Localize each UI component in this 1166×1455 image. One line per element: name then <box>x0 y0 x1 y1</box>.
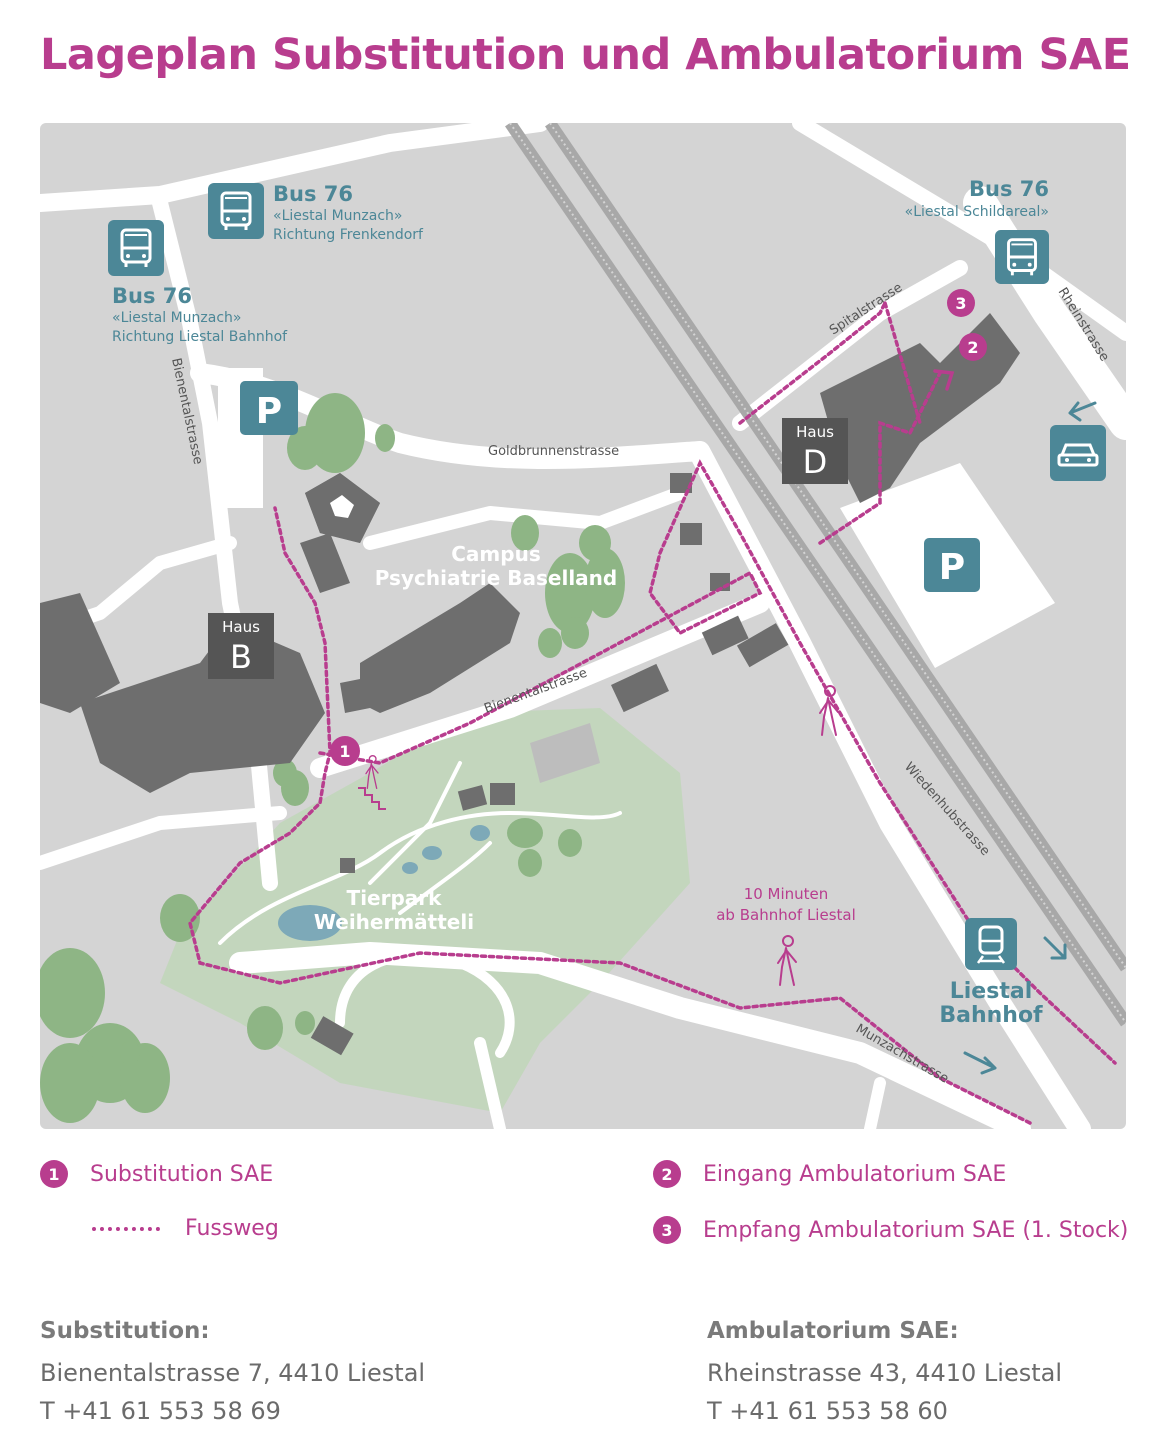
house-b-label: Haus B <box>208 613 274 679</box>
legend-label: Eingang Ambulatorium SAE <box>703 1161 1007 1187</box>
address-street: Rheinstrasse 43, 4410 Liestal <box>707 1359 1063 1387</box>
svg-text:Campus: Campus <box>451 542 540 566</box>
greenhouse <box>530 723 600 783</box>
bus-stop-label-schildareal: Bus 76 «Liestal Schildareal» <box>905 177 1049 220</box>
marker-3: 3 <box>947 289 975 317</box>
bus-stop-label-frenkendorf: Bus 76 «Liestal Munzach» Richtung Frenke… <box>273 182 424 243</box>
road-top <box>40 123 549 212</box>
road-park-loop <box>335 950 515 1058</box>
legend-item-eingang: 2 Eingang Ambulatorium SAE <box>653 1160 1006 1188</box>
legend-badge: 2 <box>653 1160 681 1188</box>
svg-text:Richtung Frenkendorf: Richtung Frenkendorf <box>273 227 424 243</box>
footpath <box>188 301 1117 1125</box>
svg-text:Weihermätteli: Weihermätteli <box>314 910 474 934</box>
svg-text:10 Minuten: 10 Minuten <box>744 885 829 903</box>
svg-text:B: B <box>230 638 252 676</box>
svg-text:Richtung Liestal Bahnhof: Richtung Liestal Bahnhof <box>112 329 288 345</box>
station-label: Liestal Bahnhof <box>939 979 1043 1028</box>
road-bienental-diagonal <box>310 593 770 778</box>
svg-text:3: 3 <box>955 294 966 313</box>
svg-text:P: P <box>939 547 965 588</box>
svg-text:«Liestal Munzach»: «Liestal Munzach» <box>273 208 402 224</box>
page-title: Lageplan Substitution und Ambulatorium S… <box>40 30 1131 80</box>
svg-text:Haus: Haus <box>222 618 260 636</box>
road-lower <box>40 806 287 870</box>
legend-label: Empfang Ambulatorium SAE (1. Stock) <box>703 1217 1129 1243</box>
svg-text:2: 2 <box>967 338 978 357</box>
svg-text:ab Bahnhof Liestal: ab Bahnhof Liestal <box>716 906 856 924</box>
svg-text:Bahnhof: Bahnhof <box>939 1003 1043 1028</box>
bus-icon <box>108 220 164 276</box>
svg-text:Tierpark: Tierpark <box>347 886 443 910</box>
arrow-icon <box>963 1051 997 1075</box>
road-campus <box>363 486 687 550</box>
road-south <box>474 1037 886 1129</box>
arrow-icon <box>1043 936 1067 960</box>
address-heading: Ambulatorium SAE: <box>707 1318 959 1344</box>
bus-icon <box>208 183 264 239</box>
road-munzach <box>229 942 1031 1129</box>
parking-sign: P <box>240 381 298 435</box>
address-ambulatorium: Ambulatorium SAE: Rheinstrasse 43, 4410 … <box>707 1318 1062 1430</box>
marker-2: 2 <box>959 333 987 361</box>
legend-item-fussweg: Fussweg <box>92 1216 279 1241</box>
svg-text:«Liestal Schildareal»: «Liestal Schildareal» <box>905 204 1049 220</box>
legend-badge: 1 <box>40 1160 68 1188</box>
legend-item-empfang: 3 Empfang Ambulatorium SAE (1. Stock) <box>653 1216 1128 1244</box>
house-d-label: Haus D <box>782 418 848 484</box>
stairs-icon <box>358 787 386 810</box>
train-icon <box>965 918 1017 970</box>
campus-label: Campus Psychiatrie Baselland <box>375 542 617 590</box>
bus-stop-label-bahnhof: Bus 76 «Liestal Munzach» Richtung Liesta… <box>112 284 288 345</box>
svg-text:Haus: Haus <box>796 423 834 441</box>
svg-text:Bus 76: Bus 76 <box>969 177 1049 201</box>
address-phone: T +41 61 553 58 60 <box>707 1397 948 1425</box>
park-area <box>160 708 690 1113</box>
svg-text:P: P <box>256 391 282 432</box>
marker-1: 1 <box>330 736 360 766</box>
railway <box>505 123 1126 1027</box>
entrance-arrow <box>933 369 955 391</box>
site-map: P P Haus B Haus D Bus 76 «Liestal Munzac… <box>40 123 1126 1129</box>
address-heading: Substitution: <box>40 1318 210 1344</box>
car-icon <box>1050 425 1106 481</box>
park-label: Tierpark Weihermätteli <box>314 886 474 934</box>
address-street: Bienentalstrasse 7, 4410 Liestal <box>40 1359 426 1387</box>
svg-text:Bus 76: Bus 76 <box>112 284 192 308</box>
legend-label: Fussweg <box>185 1216 279 1241</box>
legend-item-substitution: 1 Substitution SAE <box>40 1160 273 1188</box>
svg-text:«Liestal Munzach»: «Liestal Munzach» <box>112 310 241 326</box>
footpath-swatch <box>92 1226 160 1231</box>
address-substitution: Substitution: Bienentalstrasse 7, 4410 L… <box>40 1318 425 1430</box>
street-goldbrunnenstrasse: Goldbrunnenstrasse <box>488 444 619 459</box>
legend-label: Substitution SAE <box>90 1161 274 1187</box>
car-arrow-icon <box>1068 401 1097 422</box>
path-park-2 <box>368 761 492 915</box>
svg-text:D: D <box>803 443 828 481</box>
trees <box>40 393 625 1123</box>
svg-text:Bus 76: Bus 76 <box>273 182 353 206</box>
ponds <box>278 825 490 941</box>
legend-badge: 3 <box>653 1216 681 1244</box>
svg-text:Liestal: Liestal <box>950 979 1032 1004</box>
address-phone: T +41 61 553 58 69 <box>40 1397 281 1425</box>
svg-text:1: 1 <box>339 742 350 761</box>
bus-icon <box>995 230 1049 284</box>
pedestrian-icon <box>777 935 797 986</box>
svg-text:Psychiatrie Baselland: Psychiatrie Baselland <box>375 566 617 590</box>
walk-note: 10 Minuten ab Bahnhof Liestal <box>716 885 856 924</box>
parking-sign: P <box>924 538 980 592</box>
